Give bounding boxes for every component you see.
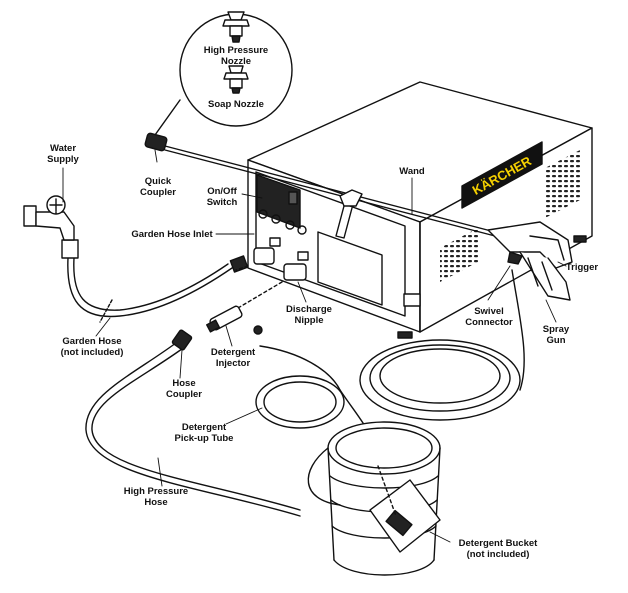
soap-nozzle-icon xyxy=(223,65,249,94)
nozzle-callout xyxy=(154,11,293,136)
label-trigger: Trigger xyxy=(565,262,599,273)
label-detergent-bucket: Detergent Bucket(not included) xyxy=(458,538,538,560)
label-garden-hose-inlet: Garden Hose Inlet xyxy=(131,229,213,240)
inlet-fittings xyxy=(206,247,307,335)
high-pressure-hose xyxy=(85,269,525,517)
leader-lines xyxy=(62,149,567,543)
detergent-bucket xyxy=(307,421,441,576)
water-spigot-icon xyxy=(23,195,75,241)
quick-coupler-icon xyxy=(144,132,168,152)
machine-body xyxy=(247,81,593,339)
label-garden-hose: Garden Hose(not included) xyxy=(60,336,124,358)
label-soap-nozzle: Soap Nozzle xyxy=(208,99,264,110)
detergent-injector-icon xyxy=(206,305,243,333)
garden-hose xyxy=(61,239,249,323)
wand xyxy=(144,132,496,239)
spray-gun xyxy=(487,221,573,301)
high-pressure-nozzle-icon xyxy=(222,11,250,43)
label-wand: Wand xyxy=(399,166,425,177)
